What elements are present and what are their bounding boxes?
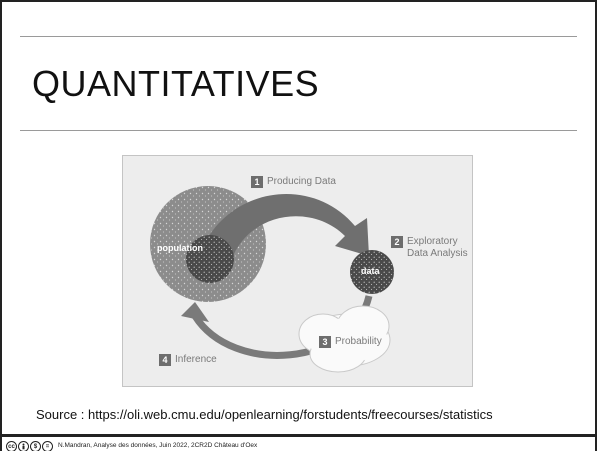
nc-icon: $ [30,441,41,451]
data-circle [350,250,394,294]
data-label: data [361,266,380,276]
footer-rule [2,434,595,437]
producing-data-arrow [203,193,369,256]
step-1-text: Producing Data [267,176,336,187]
step-3-badge: 3 [319,336,331,348]
inference-arrowhead [181,302,209,322]
step-2-badge: 2 [391,236,403,248]
sample-circle [186,235,234,283]
by-icon [18,441,29,451]
step-3-label: 3 Probability [319,336,382,348]
slide-title: QUANTITATIVES [32,63,320,104]
nd-icon: = [42,441,53,451]
cc-icon: cc [6,441,17,451]
top-rule [20,36,577,37]
step-4-badge: 4 [159,354,171,366]
step-2-label: 2 Exploratory Data Analysis [391,236,468,260]
step-1-label: 1 Producing Data [251,176,336,188]
diagram-graphics [150,186,394,373]
creative-commons-license: cc $ = [6,441,53,451]
probability-cloud [298,305,391,373]
footer-text: N.Mandran, Analyse des données, Juin 202… [58,442,258,449]
source-citation: Source : https://oli.web.cmu.edu/openlea… [36,407,493,422]
population-label: population [157,243,203,253]
step-4-label: 4 Inference [159,354,217,366]
step-4-text: Inference [175,354,217,365]
step-1-badge: 1 [251,176,263,188]
step-2-text-line2: Data Analysis [407,248,468,259]
title-rule [20,130,577,131]
statistics-cycle-diagram: 1 Producing Data 2 Exploratory Data Analys… [122,155,473,387]
step-3-text: Probability [335,336,382,347]
step-2-text-line1: Exploratory [407,236,458,247]
